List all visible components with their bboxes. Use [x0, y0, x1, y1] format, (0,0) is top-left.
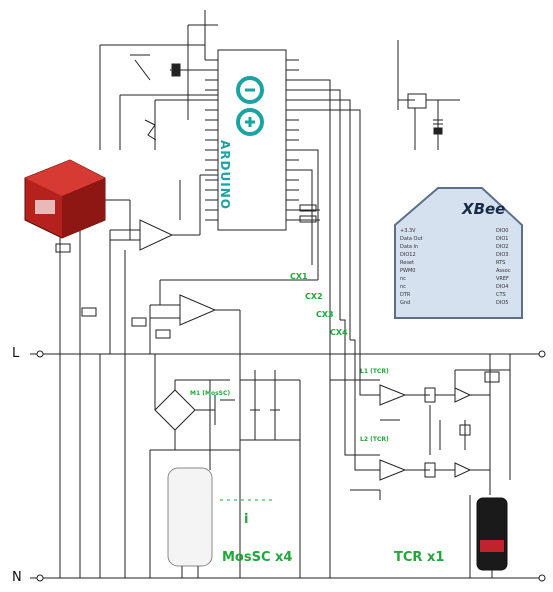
xbee-pin: RTS	[496, 260, 506, 266]
triac2-label: L2 (TCR)	[360, 436, 389, 443]
arduino-pins-left	[205, 59, 218, 221]
xbee-pin: DIO3	[496, 252, 509, 258]
signal-label-cx1: CX1	[290, 272, 308, 281]
xbee-pin: nc	[400, 284, 406, 290]
xbee-title: XBee	[462, 200, 506, 218]
xbee-pin: DIO2	[496, 244, 509, 250]
xbee-pin: VREF	[496, 276, 509, 282]
xbee-pin: CTS	[496, 292, 506, 298]
arduino-pins-right	[286, 59, 299, 221]
transformer	[24, 159, 106, 239]
xbee-pin: DIO4	[496, 284, 509, 290]
ellipsis-marker: i	[244, 512, 249, 527]
xbee-pin: Assoc	[496, 268, 511, 274]
signal-label-cx4: CX4	[330, 328, 348, 337]
mossc-count: MosSC x4	[222, 550, 293, 565]
xbee-pin: +3.3V	[400, 228, 416, 234]
arduino-brand-label: ARDUINO	[218, 140, 232, 210]
xbee-pin: Data In	[400, 244, 419, 250]
xbee-pin: DIO0	[496, 228, 509, 234]
tcr-count: TCR x1	[394, 550, 445, 565]
mosfet-label: M1 (MosSC)	[190, 390, 231, 397]
xbee-pin: DIO5	[496, 300, 509, 306]
xbee-pin: Gnd	[400, 300, 411, 306]
xbee-pin: nc	[400, 276, 406, 282]
xbee-pin: DIO12	[400, 252, 416, 258]
xbee-pin: Data Out	[400, 236, 423, 242]
signal-label-cx2: CX2	[305, 292, 323, 301]
line-rail-label: L	[12, 346, 20, 361]
triac1-label: L1 (TCR)	[360, 368, 389, 375]
xbee-pin: Reset	[400, 260, 414, 266]
signal-label-cx3: CX3	[316, 310, 334, 319]
xbee-pin: DTR	[400, 292, 411, 298]
neutral-rail-label: N	[12, 570, 22, 585]
xbee-pin: PWM0	[400, 268, 416, 274]
arduino-logo-icon	[236, 76, 264, 136]
xbee-module	[394, 187, 523, 319]
xbee-pin: DIO1	[496, 236, 509, 242]
